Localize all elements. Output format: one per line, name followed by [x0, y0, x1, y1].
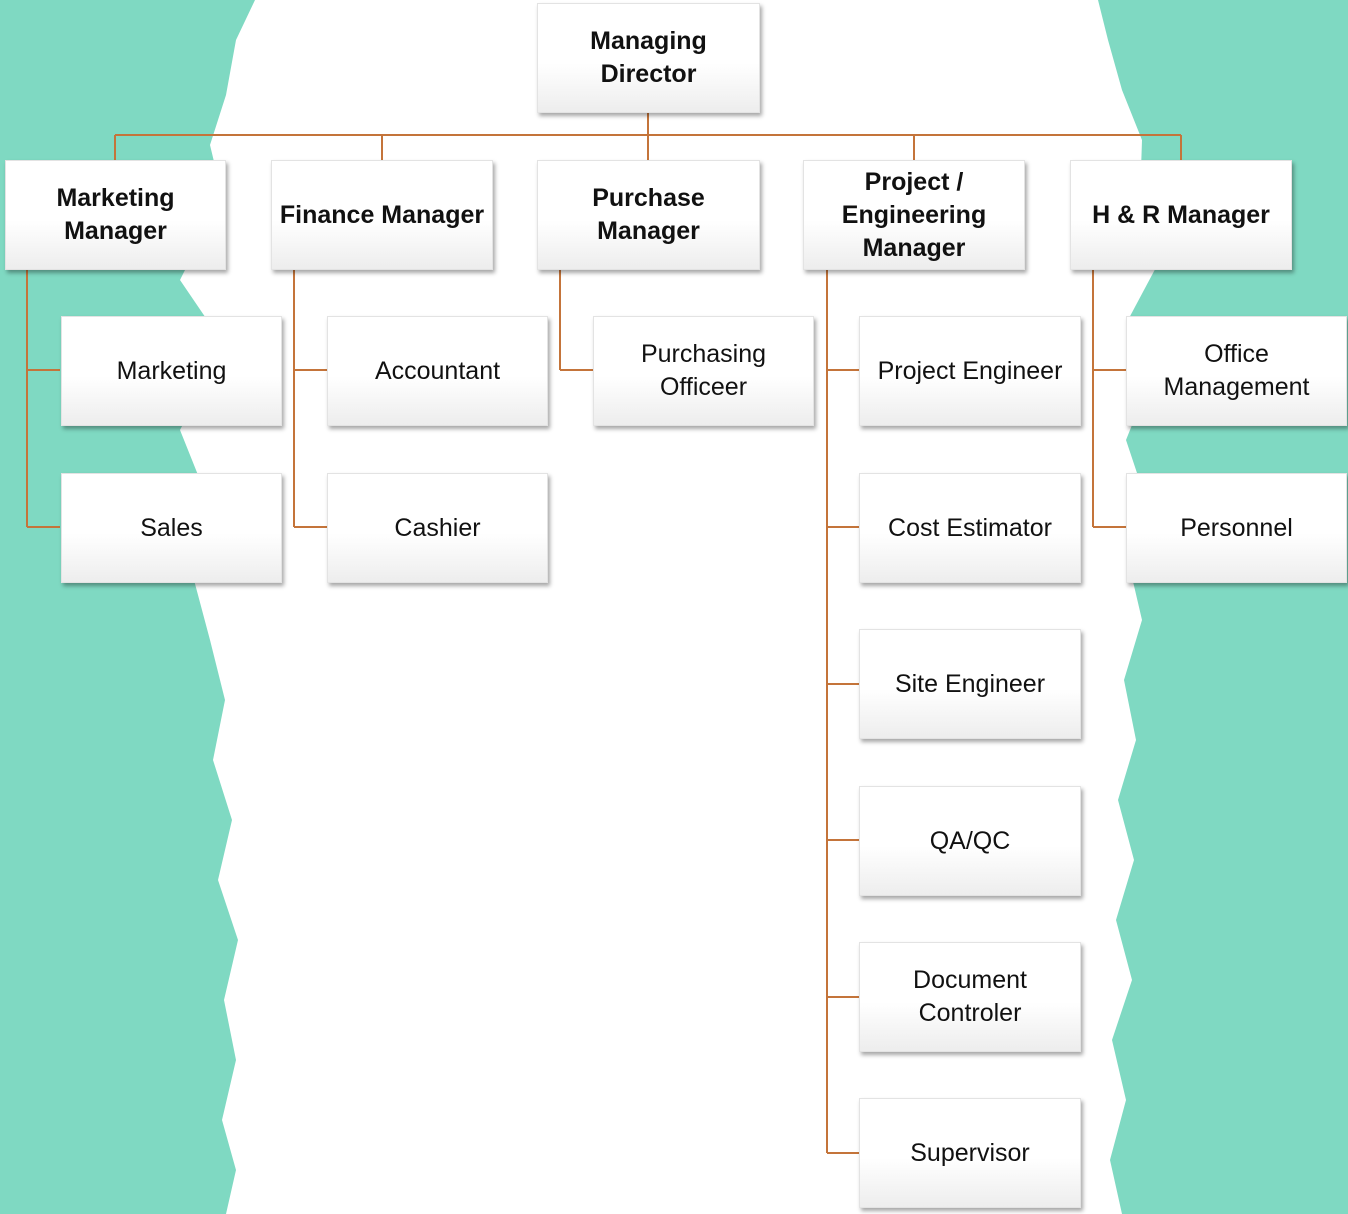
personnel-box: Personnel: [1126, 473, 1347, 583]
marketing-label: Marketing: [116, 356, 227, 385]
accountant-box: Accountant: [327, 316, 548, 426]
managing-director-label: Managing Director: [590, 27, 707, 88]
document-controller-box: Document Controler: [859, 942, 1081, 1052]
finance-manager-label: Finance Manager: [279, 200, 485, 229]
office-management-box: Office Management: [1126, 316, 1347, 426]
purchasing-officer-label: Purchasing Officeer: [640, 340, 767, 401]
project-engineer-label: Project Engineer: [877, 356, 1063, 385]
project-engineering-manager-box: Project / Engineering Manager: [803, 160, 1025, 270]
qa-qc-label: QA/QC: [929, 826, 1011, 855]
supervisor-box: Supervisor: [859, 1098, 1081, 1208]
hr-manager-box: H & R Manager: [1070, 160, 1292, 270]
purchasing-officer-box: Purchasing Officeer: [593, 316, 814, 426]
supervisor-label: Supervisor: [910, 1138, 1030, 1167]
marketing-manager-box: Marketing Manager: [5, 160, 226, 270]
sales-box: Sales: [61, 473, 282, 583]
hr-manager-label: H & R Manager: [1092, 200, 1270, 229]
cashier-box: Cashier: [327, 473, 548, 583]
marketing-box: Marketing: [61, 316, 282, 426]
sales-label: Sales: [140, 513, 203, 542]
document-controller-label: Document Controler: [913, 966, 1027, 1027]
managing-director-box: Managing Director: [537, 3, 760, 113]
cost-estimator-label: Cost Estimator: [888, 513, 1052, 542]
qa-qc-box: QA/QC: [859, 786, 1081, 896]
site-engineer-box: Site Engineer: [859, 629, 1081, 739]
cashier-label: Cashier: [394, 513, 481, 542]
project-engineering-manager-label: Project / Engineering Manager: [841, 167, 987, 262]
purchase-manager-box: Purchase Manager: [537, 160, 760, 270]
accountant-label: Accountant: [374, 356, 501, 385]
purchase-manager-label: Purchase Manager: [592, 184, 705, 245]
marketing-manager-label: Marketing Manager: [56, 184, 175, 245]
office-management-label: Office Management: [1163, 340, 1310, 401]
personnel-label: Personnel: [1180, 513, 1293, 542]
finance-manager-box: Finance Manager: [271, 160, 493, 270]
cost-estimator-box: Cost Estimator: [859, 473, 1081, 583]
project-engineer-box: Project Engineer: [859, 316, 1081, 426]
site-engineer-label: Site Engineer: [894, 669, 1046, 698]
